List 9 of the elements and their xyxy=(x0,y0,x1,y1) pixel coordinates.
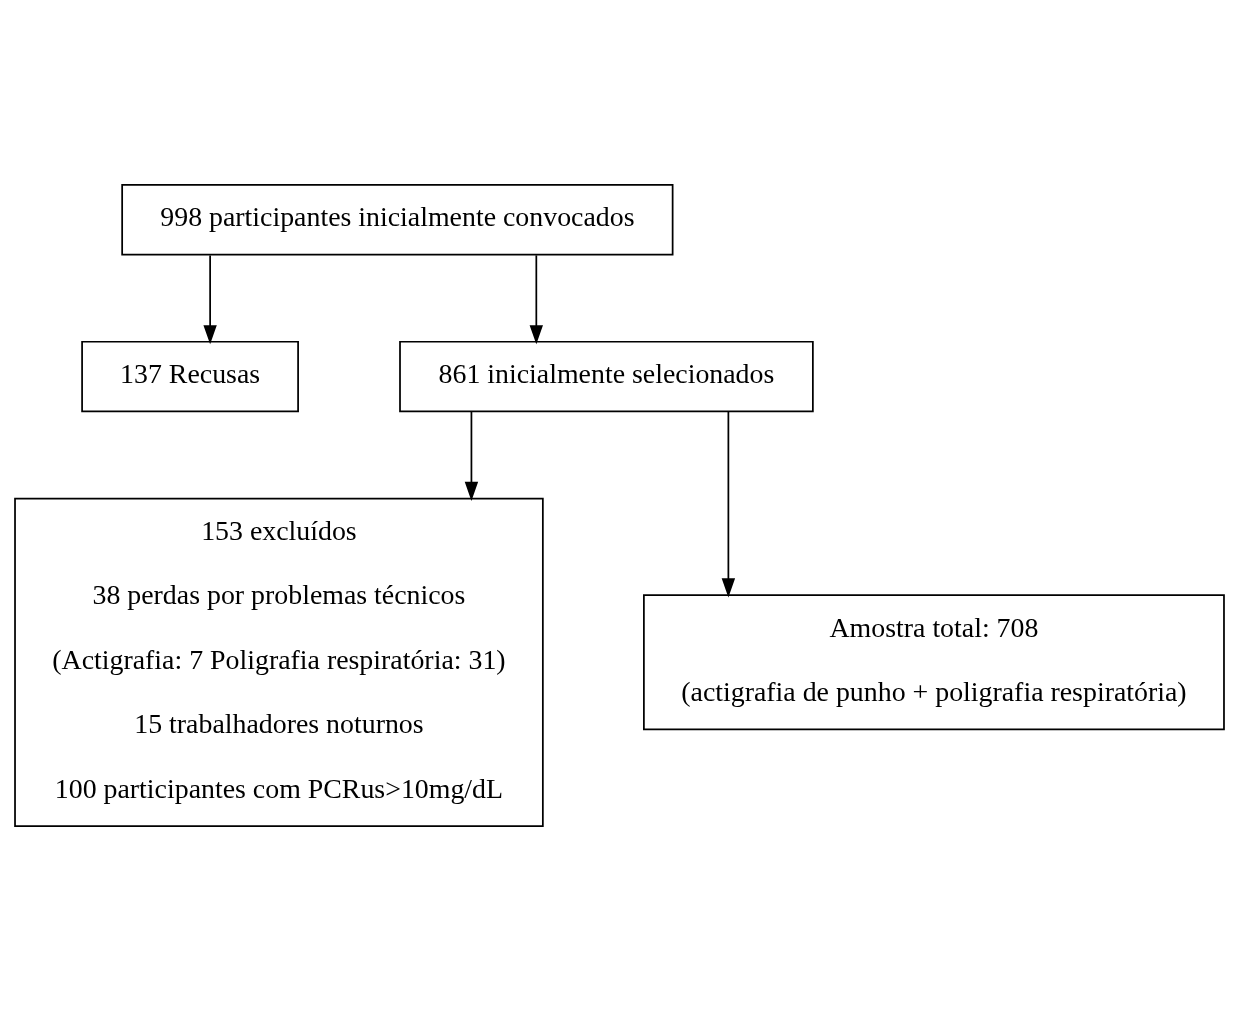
arrow xyxy=(464,410,479,501)
node-box: 861 inicialmente selecionados xyxy=(399,340,814,412)
node-box: Amostra total: 708 (actigrafia de punho + poligrafia respiratória) xyxy=(643,593,1225,730)
node-box: 153 excluídos 38 perdas por problemas técnicos (Actigrafia: 7 Poligrafia respiratória: 31) 15 trabalhadores noturnos 100 participantes com PCRus>10mg/dL xyxy=(14,497,544,827)
node-box: 998 participantes inicialmente convocados xyxy=(121,183,674,255)
arrow xyxy=(721,410,736,597)
node-box: 137 Recusas xyxy=(81,340,299,412)
arrow xyxy=(203,254,217,344)
arrow xyxy=(529,254,544,344)
